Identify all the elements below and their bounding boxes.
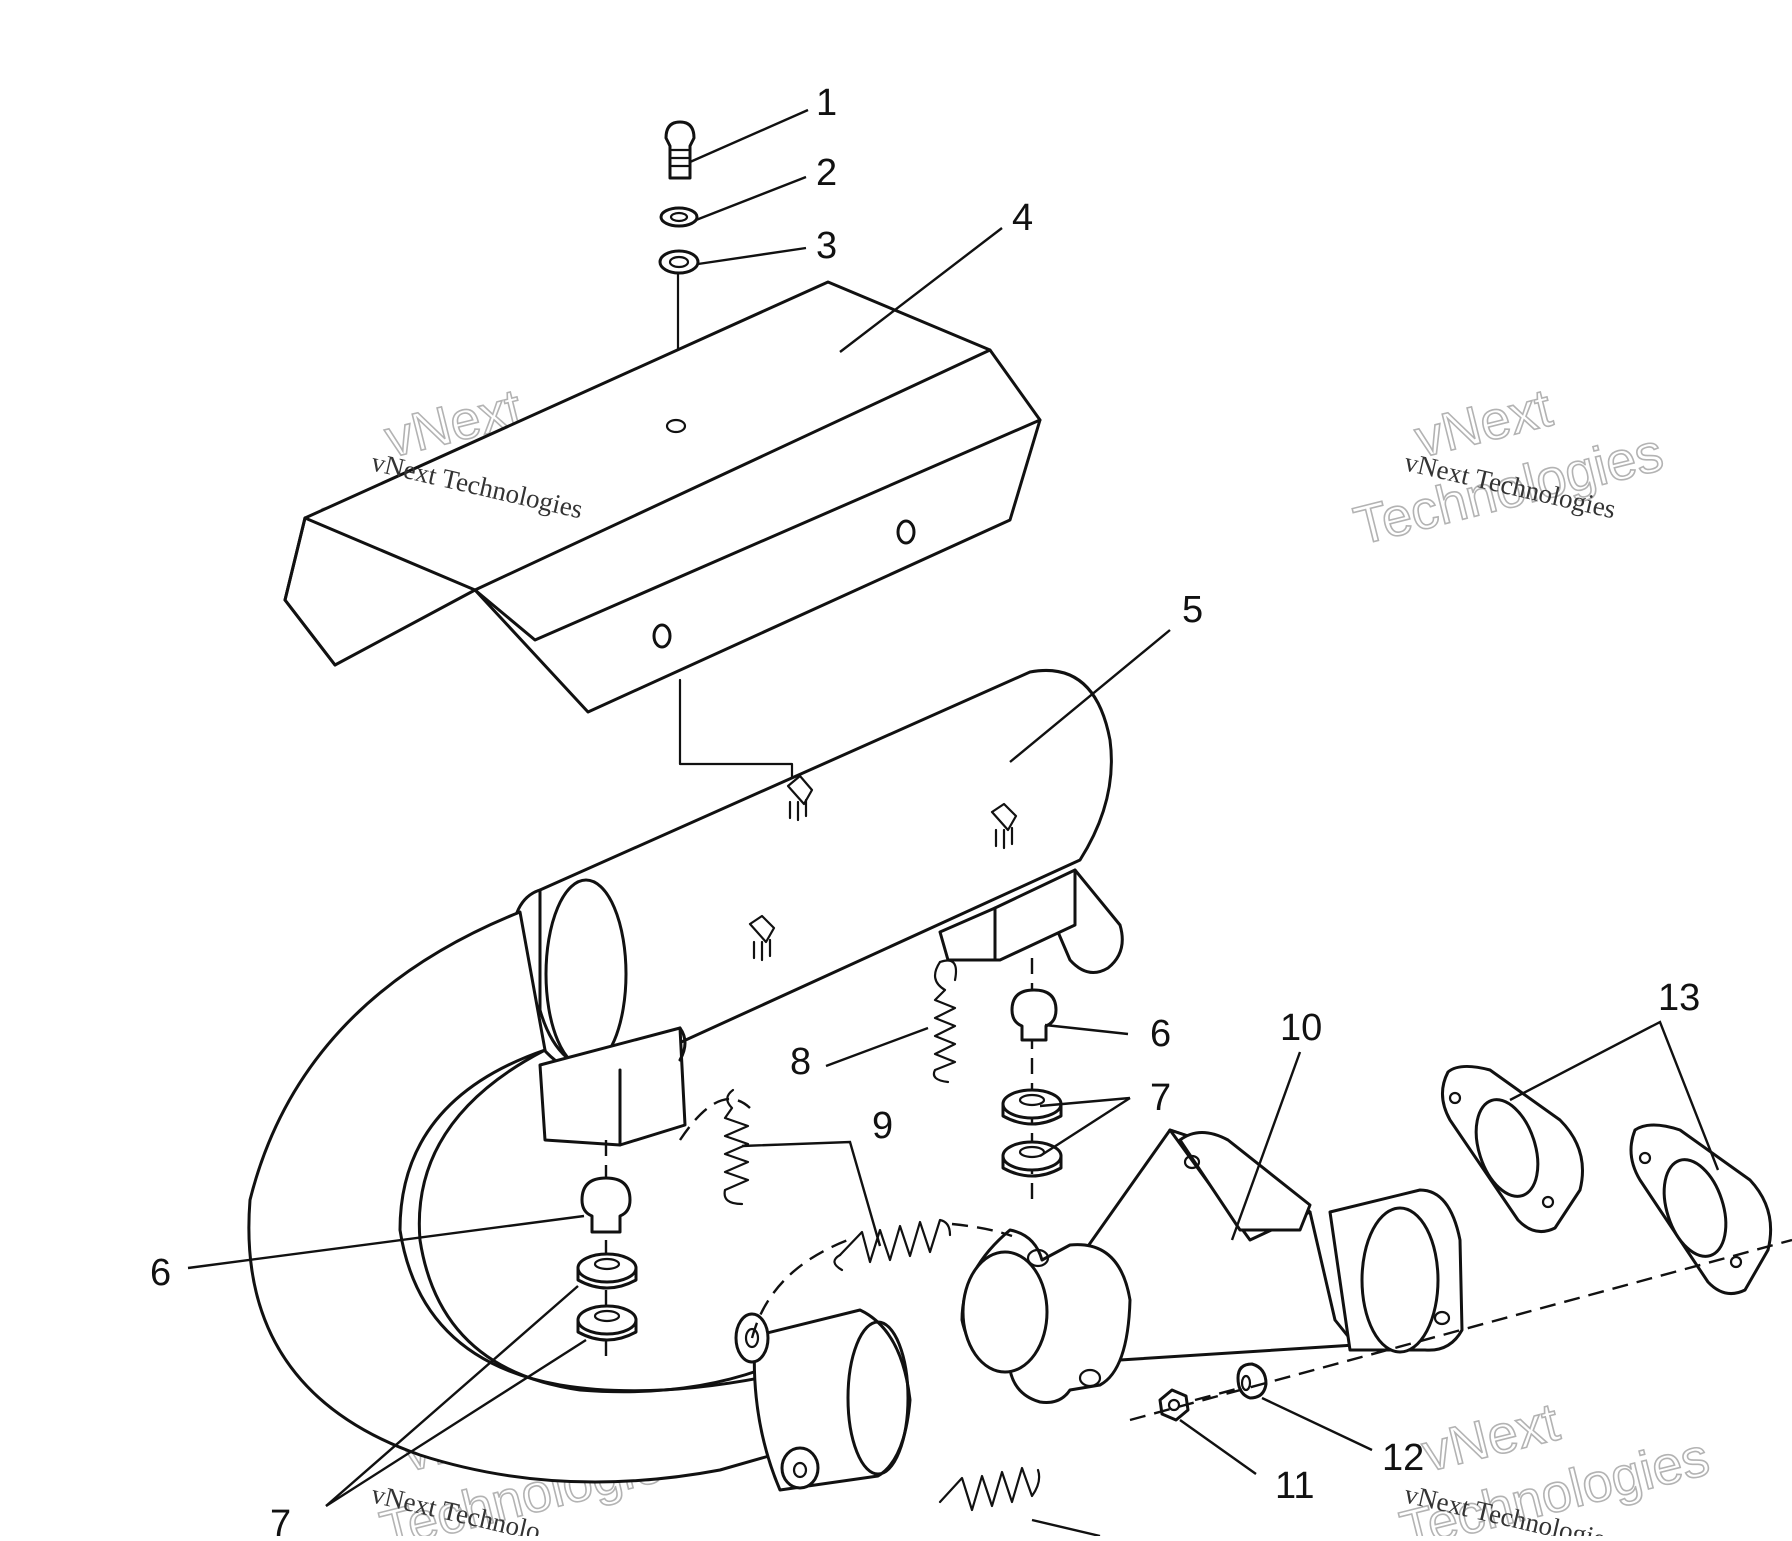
header-pipe: [247, 910, 912, 1492]
gaskets: [1441, 1065, 1773, 1296]
callout-9: 9: [872, 1105, 893, 1147]
y-pipe: [960, 1128, 1464, 1404]
callout-5: 5: [1182, 589, 1203, 631]
grommets-left: [576, 1140, 638, 1360]
callout-7-right: 7: [1150, 1077, 1171, 1119]
watermark-2: vNext Technologies: [1348, 377, 1670, 557]
callout-13: 13: [1658, 977, 1700, 1019]
callout-6-right: 6: [1150, 1013, 1171, 1055]
springs: [723, 959, 1041, 1512]
callout-1: 1: [816, 82, 837, 124]
callout-numbers: 1 2 3 4 5 6 7 8 9 10 13 6 12 11 7: [150, 82, 1700, 1541]
callout-10: 10: [1280, 1007, 1322, 1049]
heat-shield: [283, 280, 1042, 790]
callout-4: 4: [1012, 197, 1033, 239]
callout-11: 11: [1275, 1465, 1314, 1507]
callout-8: 8: [790, 1041, 811, 1083]
nut-and-bushing: [1158, 1362, 1268, 1422]
center-lines: [679, 1098, 1792, 1422]
callout-6-left: 6: [150, 1252, 171, 1294]
callout-3: 3: [816, 225, 837, 267]
grommets-right: [1001, 958, 1063, 1200]
callout-12: 12: [1382, 1437, 1424, 1479]
callout-2: 2: [816, 152, 837, 194]
callout-7-left: 7: [270, 1503, 291, 1536]
leader-lines: [187, 108, 1720, 1538]
